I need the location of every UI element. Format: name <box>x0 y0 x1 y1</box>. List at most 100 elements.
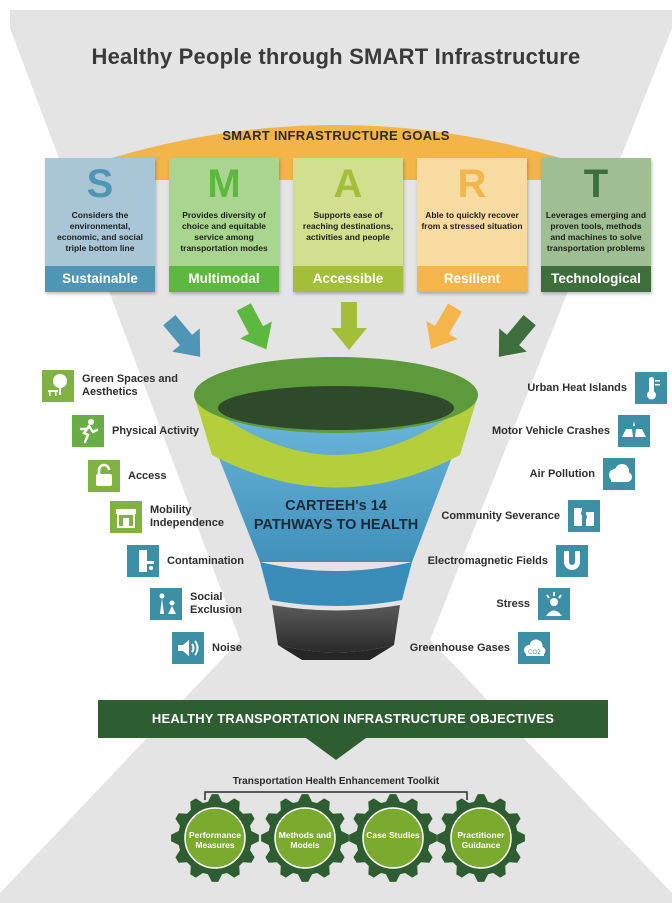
gear-label-methods-models: Methods and Models <box>278 830 332 850</box>
pathway-label: Air Pollution <box>529 467 595 480</box>
goal-word: Sustainable <box>45 266 155 292</box>
page-title: Healthy People through SMART Infrastruct… <box>91 44 581 69</box>
pathway-label: Community Severance <box>441 509 560 522</box>
pathway-label: Physical Activity <box>112 424 200 437</box>
funnel-label: CARTEEH's 14 PATHWAYS TO HEALTH <box>253 498 419 533</box>
stressed-person-icon-glyph <box>546 592 562 616</box>
goal-word: Resilient <box>417 266 527 292</box>
gear-face-4 <box>450 807 512 869</box>
gear-face-1 <box>184 807 246 869</box>
pathway-green-spaces: Green Spaces and Aesthetics <box>42 370 222 402</box>
arrow-r <box>426 303 462 350</box>
pathway-greenhouse-gases: Greenhouse Gases CO2 <box>400 632 550 664</box>
pathway-stress: Stress <box>450 588 570 620</box>
thermometer-icon <box>635 372 667 404</box>
objectives-banner: HEALTHY TRANSPORTATION INFRASTRUCTURE OB… <box>151 711 555 726</box>
pathway-label: Mobility Independence <box>150 504 224 529</box>
pathway-label: Access <box>128 469 167 482</box>
goal-description: Supports ease of reaching destinations, … <box>302 210 394 242</box>
arrow-m <box>236 303 272 350</box>
objectives-banner-pointer <box>306 738 366 760</box>
objectives-banner-bar <box>98 700 608 738</box>
pathway-air-pollution: Air Pollution <box>480 458 635 490</box>
goal-description: Able to quickly recover from a stressed … <box>421 210 523 231</box>
pathway-label: Greenhouse Gases <box>409 641 510 654</box>
arrow-t <box>498 314 536 357</box>
broken-community-icon <box>568 500 600 532</box>
speaker-icon-glyph <box>178 640 199 656</box>
co2-cloud-icon: CO2 <box>518 632 550 664</box>
pathway-electromagnetic-fields: Electromagnetic Fields <box>410 545 588 577</box>
pathway-access: Access <box>88 460 228 492</box>
arrow-a <box>331 302 367 350</box>
pathway-urban-heat-islands: Urban Heat Islands <box>495 372 667 404</box>
goals-title: SMART INFRASTRUCTURE GOALS <box>222 128 450 143</box>
goal-card-sustainable: S Considers the environmental, economic,… <box>45 158 155 292</box>
pathway-label: Motor Vehicle Crashes <box>492 424 610 437</box>
goal-description: Leverages emerging and proven tools, met… <box>545 210 647 253</box>
gear-label-performance-measures: Performance Measures <box>189 830 241 850</box>
gear-label-case-studies: Case Studies <box>366 830 420 840</box>
tree-bench-icon-glyph <box>48 374 67 396</box>
pathway-label: Noise <box>212 641 242 654</box>
goal-description: Provides diversity of choice and equitab… <box>180 210 268 253</box>
goal-card-resilient: R Able to quickly recover from a stresse… <box>417 158 527 292</box>
pathway-contamination: Contamination <box>127 545 267 577</box>
car-crash-icon-glyph <box>622 421 646 437</box>
pathway-label: Urban Heat Islands <box>527 381 627 394</box>
gears <box>171 794 525 882</box>
goal-letter: M <box>207 162 241 206</box>
pathway-physical-activity: Physical Activity <box>72 415 222 447</box>
goal-card-technological: T Leverages emerging and proven tools, m… <box>541 158 651 292</box>
unlocked-padlock-icon-glyph <box>96 463 112 486</box>
pathway-label: Electromagnetic Fields <box>427 554 548 567</box>
isolated-person-icon <box>150 588 182 620</box>
running-person-icon-glyph <box>79 419 99 444</box>
thermometer-icon-glyph <box>647 377 660 400</box>
pathway-label: Contamination <box>167 554 244 567</box>
goal-word: Multimodal <box>169 266 279 292</box>
arrows <box>163 302 536 357</box>
toolkit-title: Transportation Health Enhancement Toolki… <box>232 776 440 787</box>
pathway-motor-vehicle-crashes: Motor Vehicle Crashes <box>470 415 650 447</box>
magnet-icon-glyph <box>564 551 580 570</box>
tree-bench-icon <box>42 370 74 402</box>
stressed-person-icon <box>538 588 570 620</box>
running-person-icon <box>72 415 104 447</box>
goal-letter: S <box>86 162 114 206</box>
speaker-icon <box>172 632 204 664</box>
pathway-mobility-independence: Mobility Independence <box>110 501 260 533</box>
car-crash-icon <box>618 415 650 447</box>
pathway-social-exclusion: Social Exclusion <box>150 588 280 620</box>
toolkit-bracket <box>204 791 468 800</box>
gear-face-2 <box>274 807 336 869</box>
magnet-icon <box>556 545 588 577</box>
smog-cloud-icon <box>603 458 635 490</box>
gear-face-3 <box>362 807 424 869</box>
pathway-community-severance: Community Severance <box>440 500 600 532</box>
pathway-label: Stress <box>496 597 530 610</box>
funnel <box>194 357 478 660</box>
contamination-icon-glyph <box>139 550 154 572</box>
co2-cloud-icon-glyph: CO2 <box>524 639 546 656</box>
goal-word: Technological <box>541 266 651 292</box>
contamination-icon <box>127 545 159 577</box>
isolated-person-icon-glyph <box>159 593 176 614</box>
goal-card-accessible: A Supports ease of reaching destinations… <box>293 158 403 292</box>
goal-word: Accessible <box>293 266 403 292</box>
pathway-noise: Noise <box>172 632 282 664</box>
goal-description: Considers the environmental, economic, a… <box>57 210 143 253</box>
goal-letter: R <box>457 162 487 206</box>
hourglass-lower <box>0 640 672 903</box>
goal-letter: A <box>333 162 363 206</box>
storefront-icon-glyph <box>116 509 136 528</box>
broken-community-icon-glyph <box>574 504 594 528</box>
pathway-label: Green Spaces and Aesthetics <box>82 373 178 398</box>
smog-cloud-icon-glyph <box>609 464 632 482</box>
svg-text:CO2: CO2 <box>528 649 541 656</box>
unlocked-padlock-icon <box>88 460 120 492</box>
goal-letter: T <box>583 162 609 206</box>
storefront-icon <box>110 501 142 533</box>
gear-label-practitioner-guidance: Practitioner Guidance <box>457 830 505 850</box>
goal-card-multimodal: M Provides diversity of choice and equit… <box>169 158 279 292</box>
